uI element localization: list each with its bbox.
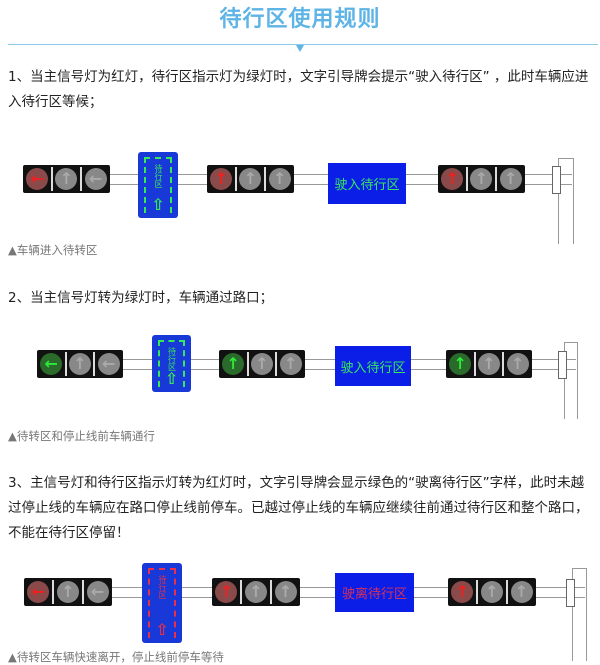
traffic-light-group: ↑ ↑ ↑ (448, 578, 536, 606)
traffic-light-group: ↑↑↑ (219, 350, 305, 378)
section-1-text: 1、当主信号灯为红灯，待行区指示灯为绿灯时，文字引导牌会提示“驶入待行区” ，此… (8, 69, 589, 110)
wire (64, 597, 585, 598)
wire (77, 359, 576, 360)
guide-sign: 驶入待行区 (335, 346, 411, 386)
page-title: 待行区使用规则 (219, 7, 381, 32)
lamp-separator (246, 352, 249, 376)
panel-text: 待行区 (158, 575, 167, 599)
lamp-separator (269, 580, 272, 604)
traffic-light-group: ← ↑ ← (23, 165, 110, 193)
traffic-light-group: ↑↑↑ (446, 350, 532, 378)
lamp-off-icon: ↑ (279, 353, 302, 375)
lamp-off-icon: ↑ (55, 168, 78, 190)
pole-bracket (558, 351, 567, 379)
lamp-separator (81, 580, 84, 604)
lamp-off-icon: ↑ (68, 353, 91, 375)
lamp-separator (505, 580, 508, 604)
pole (558, 158, 574, 244)
divider (8, 44, 598, 45)
up-arrow-red-icon: ↑ (441, 168, 464, 190)
traffic-light-group: ↑ ↑ ↑ (438, 165, 525, 193)
section-2-caption: ▲待转区和停止线前车辆通行 (8, 429, 155, 443)
lamp-separator (50, 167, 53, 191)
lamp-off-icon: ↑ (250, 353, 273, 375)
pole (572, 568, 587, 661)
panel-text: 待行区 (167, 347, 177, 371)
lamp-separator (52, 580, 55, 604)
lamp-off-icon: ↑ (510, 581, 533, 603)
up-arrow-green-icon: ↑ (222, 353, 245, 375)
traffic-light-group: ← ↑ ← (24, 578, 112, 606)
up-arrow-icon: ⇧ (151, 195, 165, 214)
pole-bracket (552, 166, 561, 194)
lamp-off-icon: ↑ (470, 168, 493, 190)
wire (63, 174, 572, 175)
traffic-light-group: ←↑← (37, 350, 123, 378)
panel-frame (144, 157, 172, 213)
panel-frame (148, 568, 176, 638)
section-3-text: 3、主信号灯和待行区指示灯转为红灯时，文字引导牌会显示绿色的“驶离待行区”字样，… (8, 475, 589, 541)
traffic-light-group: ↑ ↑ ↑ (212, 578, 300, 606)
lamp-off-icon: ↑ (480, 581, 503, 603)
lamp-off-icon: ↑ (274, 581, 297, 603)
up-arrow-red-icon: ↑ (451, 581, 474, 603)
lamp-separator (502, 352, 505, 376)
left-arrow-green-icon: ← (40, 353, 63, 375)
lamp-off-icon: ← (84, 168, 107, 190)
pole (564, 342, 578, 419)
lamp-separator (240, 580, 243, 604)
left-arrow-red-icon: ← (27, 581, 50, 603)
lamp-separator (93, 352, 96, 376)
up-arrow-red-icon: ↑ (215, 581, 238, 603)
section-2-text: 2、当主信号灯转为绿灯时，车辆通过路口； (8, 290, 274, 306)
wire (63, 184, 572, 185)
guide-sign: 驶离待行区 (335, 573, 414, 612)
waiting-zone-indicator-panel: 待行区⇧ (152, 335, 191, 392)
up-arrow-icon: ⇧ (155, 620, 169, 639)
lamp-separator (465, 167, 468, 191)
pole-bracket (566, 579, 575, 607)
divider-triangle-icon (296, 45, 304, 52)
lamp-off-icon: ← (86, 581, 109, 603)
lamp-off-icon: ← (97, 353, 120, 375)
up-arrow-red-icon: ↑ (210, 168, 233, 190)
lamp-separator (234, 167, 237, 191)
lamp-separator (64, 352, 67, 376)
lamp-off-icon: ↑ (268, 168, 291, 190)
lamp-off-icon: ↑ (56, 581, 79, 603)
lamp-off-icon: ↑ (239, 168, 262, 190)
panel-frame (158, 340, 185, 387)
lamp-separator (264, 167, 267, 191)
wire (64, 587, 585, 588)
guide-sign: 驶入待行区 (328, 163, 406, 204)
section-1-caption: ▲车辆进入待转区 (8, 243, 98, 257)
lamp-off-icon: ↑ (499, 168, 522, 190)
up-arrow-green-icon: ↑ (449, 353, 472, 375)
panel-text: 待行区 (154, 164, 163, 188)
lamp-separator (473, 352, 476, 376)
lamp-off-icon: ↑ (477, 353, 500, 375)
wire (77, 369, 576, 370)
lamp-separator (80, 167, 83, 191)
lamp-separator (476, 580, 479, 604)
up-arrow-icon: ⇧ (164, 369, 179, 388)
lamp-off-icon: ↑ (244, 581, 267, 603)
lamp-separator (275, 352, 278, 376)
left-arrow-red-icon: ← (26, 168, 49, 190)
waiting-zone-indicator-panel: 待行区 ⇧ (138, 152, 178, 218)
section-3-caption: ▲待转区车辆快速离开，停止线前停车等待 (8, 650, 224, 664)
lamp-off-icon: ↑ (506, 353, 529, 375)
lamp-separator (495, 167, 498, 191)
waiting-zone-indicator-panel: 待行区 ⇧ (142, 563, 182, 643)
traffic-light-group: ↑ ↑ ↑ (207, 165, 294, 193)
